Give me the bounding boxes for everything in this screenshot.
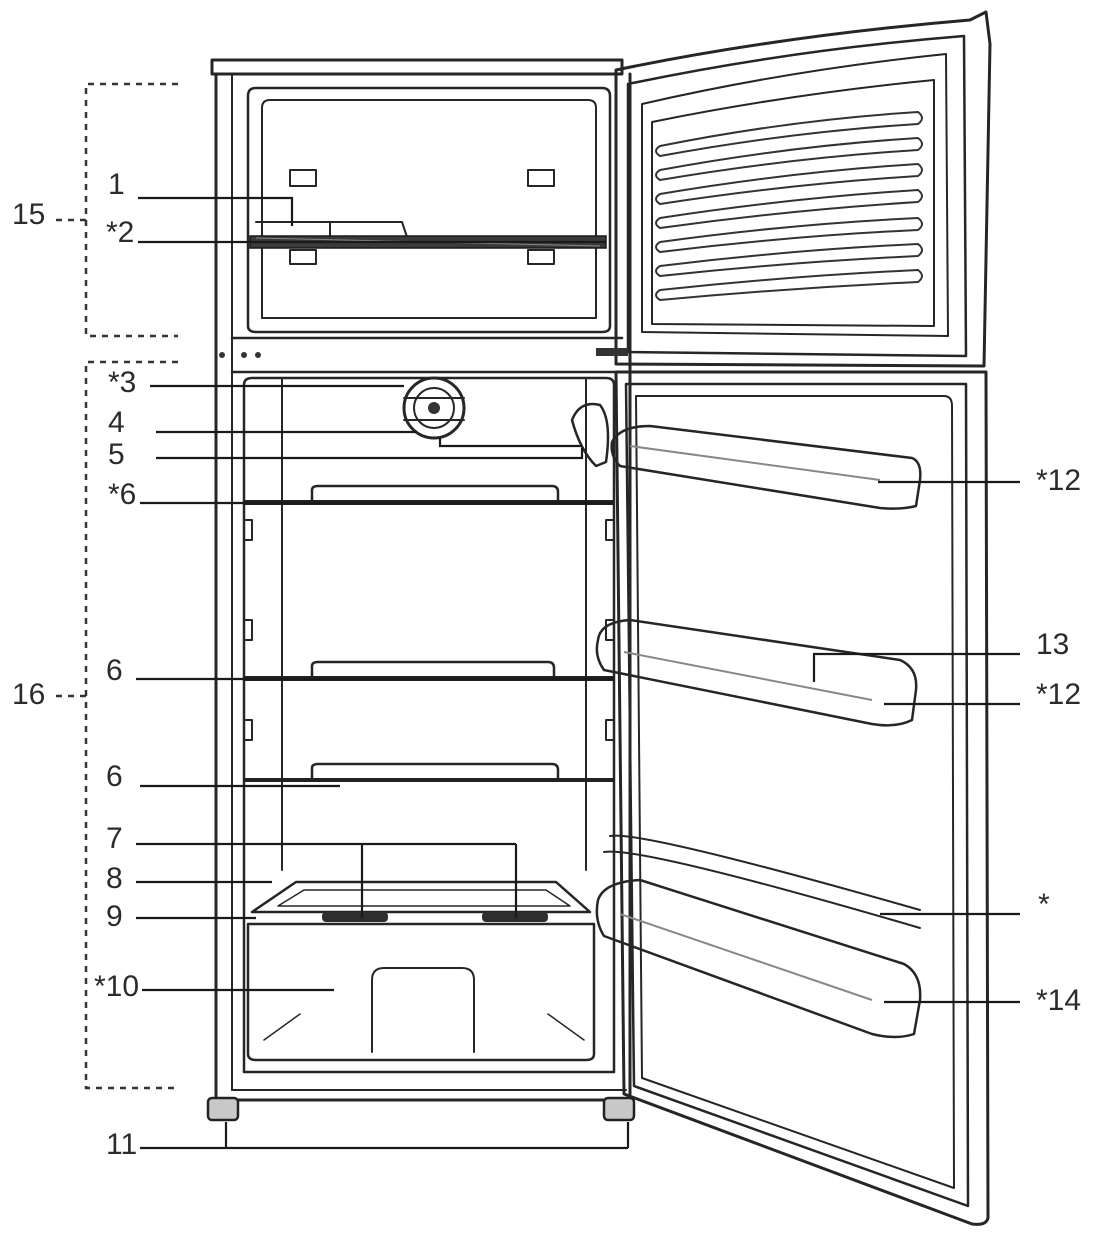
label-2: *2 (106, 216, 135, 249)
fridge-door (595, 370, 990, 1226)
fan-icon (402, 376, 466, 440)
label-12-upper: *12 (1036, 464, 1082, 497)
label-9: 9 (106, 900, 123, 933)
label-3: *3 (108, 366, 137, 399)
fridge-compartment (242, 376, 616, 1074)
section-brackets (52, 82, 178, 1090)
label-11: 11 (106, 1128, 138, 1161)
label-1: 1 (108, 168, 125, 201)
label-7: 7 (106, 822, 123, 855)
label-14: *14 (1036, 984, 1082, 1017)
label-6-middle: 6 (106, 654, 123, 687)
label-8: 8 (106, 862, 123, 895)
label-13: 13 (1036, 628, 1070, 661)
label-10: *10 (94, 970, 140, 1003)
label-5: 5 (108, 438, 125, 471)
adjustable-feet (206, 1096, 636, 1122)
lamp-icon (570, 402, 610, 468)
label-star: * (1038, 888, 1050, 921)
label-15: 15 (12, 198, 46, 231)
label-4: 4 (108, 406, 125, 439)
cabinet (210, 58, 632, 1102)
label-12-lower: *12 (1036, 678, 1082, 711)
label-6-top: *6 (108, 478, 137, 511)
freezer-door (596, 10, 992, 368)
label-16: 16 (12, 678, 46, 711)
label-6-lower: 6 (106, 760, 123, 793)
freezer-compartment (246, 86, 612, 334)
leader-lines (136, 196, 1020, 1150)
